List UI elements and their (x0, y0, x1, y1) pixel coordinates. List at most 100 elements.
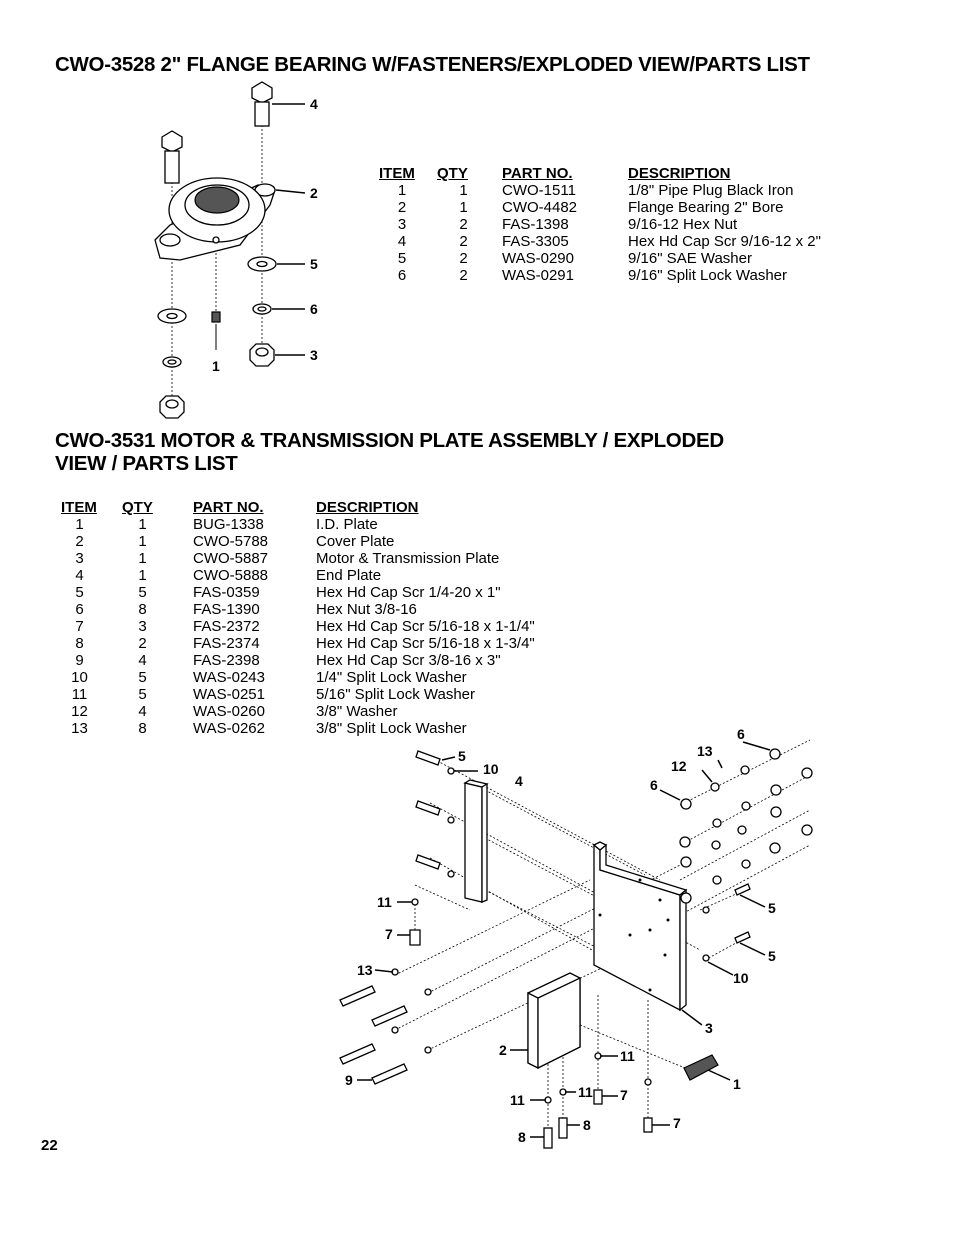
cover-plate (527, 972, 581, 1070)
motor-transmission-plate (592, 841, 688, 1012)
description-cell: 9/16" Split Lock Washer (628, 267, 788, 284)
part-no-cell: WAS-0290 (502, 250, 574, 267)
description-cell: Flange Bearing 2" Bore (628, 199, 784, 216)
small-bolts-left (409, 750, 441, 946)
bottom-bolts (543, 1089, 653, 1149)
item-cell: 1 (397, 182, 407, 199)
part-no-cell: WAS-0262 (193, 720, 265, 737)
callout-3: 3 (705, 1020, 713, 1036)
callout-13-left: 13 (357, 962, 373, 978)
callout-2: 2 (499, 1042, 507, 1058)
callout-6-lower: 6 (650, 777, 658, 793)
qty-cell: 4 (138, 703, 147, 720)
callout-5-lower-right: 5 (768, 948, 776, 964)
callout-5: 5 (310, 256, 318, 272)
callout-10: 10 (483, 761, 499, 777)
callout-7-bottom: 7 (673, 1115, 681, 1131)
item-cell: 2 (75, 533, 84, 550)
part-no-cell: CWO-5887 (193, 550, 269, 567)
callout-1: 1 (733, 1076, 741, 1092)
callout-11-bottom-left: 11 (510, 1092, 525, 1108)
qty-cell: 1 (138, 550, 147, 567)
section2-title-line1: CWO-3531 MOTOR & TRANSMISSION PLATE ASSE… (55, 429, 724, 452)
table-header-row: ITEM QTY PART NO. DESCRIPTION (61, 499, 535, 516)
callout-13: 13 (697, 743, 713, 759)
part-no-cell: CWO-4482 (502, 199, 578, 216)
item-cell: 6 (397, 267, 407, 284)
part-no-cell: FAS-1390 (193, 601, 260, 618)
description-cell: 1/8" Pipe Plug Black Iron (628, 182, 794, 199)
qty-cell: 5 (138, 686, 147, 703)
table-row: 1 1 CWO-1511 1/8" Pipe Plug Black Iron (379, 182, 821, 199)
item-cell: 2 (397, 199, 407, 216)
section2-title: CWO-3531 MOTOR & TRANSMISSION PLATE ASSE… (55, 429, 724, 475)
pipe-plug (211, 311, 221, 323)
id-plate (683, 1054, 719, 1081)
item-cell: 10 (71, 669, 88, 686)
header-description: DESCRIPTION (316, 499, 419, 516)
callout-11-bottom-mid: 11 (578, 1084, 593, 1100)
header-item: ITEM (61, 499, 97, 516)
header-part-no: PART NO. (502, 165, 573, 182)
item-cell: 8 (75, 635, 84, 652)
callout-7: 7 (385, 926, 393, 942)
callout-11-mid: 11 (620, 1048, 635, 1064)
item-cell: 11 (71, 686, 88, 703)
part-no-cell: BUG-1338 (193, 516, 264, 533)
hex-nut-right (249, 343, 275, 367)
qty-cell: 1 (138, 533, 147, 550)
part-no-cell: WAS-0260 (193, 703, 265, 720)
description-cell: Hex Hd Cap Scr 3/8-16 x 3" (316, 652, 501, 669)
part-no-cell: FAS-2372 (193, 618, 260, 635)
description-cell: End Plate (316, 567, 382, 584)
qty-cell: 5 (138, 584, 147, 601)
qty-cell: 1 (459, 182, 468, 199)
hex-nut-left (159, 395, 185, 419)
description-cell: 9/16" SAE Washer (628, 250, 752, 267)
callout-11: 11 (377, 894, 392, 910)
item-cell: 13 (71, 720, 88, 737)
callout-7-mid: 7 (620, 1087, 628, 1103)
part-no-cell: CWO-1511 (502, 182, 576, 199)
part-no-cell: WAS-0291 (502, 267, 574, 284)
callout-5: 5 (458, 748, 466, 764)
table-header-row: ITEM QTY PART NO. DESCRIPTION (379, 165, 821, 182)
item-cell: 5 (75, 584, 84, 601)
description-cell: 5/16" Split Lock Washer (316, 686, 476, 703)
qty-cell: 1 (459, 199, 468, 216)
description-cell: I.D. Plate (316, 516, 378, 533)
callout-12: 12 (671, 758, 687, 774)
callout-6: 6 (737, 726, 745, 742)
table-row: 2 1 CWO-4482 Flange Bearing 2" Bore (379, 199, 821, 216)
item-cell: 3 (75, 550, 84, 567)
end-plate (463, 779, 489, 903)
qty-cell: 2 (459, 250, 468, 267)
callout-2: 2 (310, 185, 318, 201)
description-cell: Hex Hd Cap Scr 5/16-18 x 1-1/4" (316, 618, 535, 635)
qty-cell: 8 (138, 601, 147, 618)
sae-washer-right (247, 256, 277, 272)
description-cell: 3/8" Split Lock Washer (316, 720, 467, 737)
hex-cap-screw-right (251, 81, 273, 127)
part-no-cell: CWO-5788 (193, 533, 269, 550)
description-cell: Hex Hd Cap Scr 9/16-12 x 2" (628, 233, 821, 250)
part-no-cell: WAS-0243 (193, 669, 265, 686)
motor-plate-exploded-view: 5 10 4 13 6 12 6 11 7 13 5 5 10 3 2 11 1… (339, 726, 813, 1149)
lock-washer-right (252, 303, 272, 315)
section1-title: CWO-3528 2" FLANGE BEARING W/FASTENERS/E… (55, 53, 810, 76)
header-item: ITEM (379, 165, 415, 182)
lock-washer-left (162, 356, 182, 368)
part-no-cell: FAS-1398 (502, 216, 569, 233)
description-cell: Hex Hd Cap Scr 5/16-18 x 1-3/4" (316, 635, 535, 652)
hex-cap-screw-left (161, 130, 183, 184)
